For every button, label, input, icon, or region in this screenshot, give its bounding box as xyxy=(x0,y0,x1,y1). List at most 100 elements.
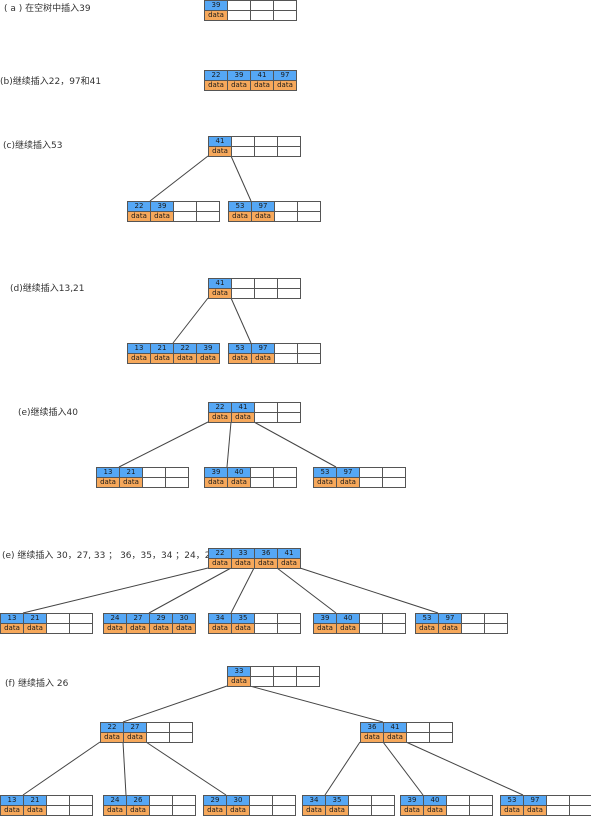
data-cell: data xyxy=(173,353,197,364)
empty-data-cell xyxy=(69,805,93,816)
data-cell: data xyxy=(336,623,360,634)
empty-data-cell xyxy=(254,146,278,157)
empty-data-cell xyxy=(272,805,296,816)
empty-data-cell xyxy=(296,676,320,687)
edge-f-m2-to-f-l5 xyxy=(382,741,424,796)
data-cell: data xyxy=(204,477,228,488)
empty-data-cell xyxy=(227,10,251,21)
empty-data-cell xyxy=(254,288,278,299)
data-cell: data xyxy=(149,623,173,634)
empty-data-cell xyxy=(250,10,274,21)
step-label-f: (f) 继续插入 26 xyxy=(5,679,69,689)
empty-data-cell xyxy=(277,146,301,157)
data-cell: data xyxy=(23,805,47,816)
data-cell: data xyxy=(100,732,124,743)
empty-data-cell xyxy=(173,211,197,222)
step-label-c: (c)继续插入53 xyxy=(3,141,63,151)
empty-data-cell xyxy=(277,623,301,634)
edge-e2-root-to-e2-c5 xyxy=(299,567,439,614)
step-label-e: (e)继续插入40 xyxy=(18,408,79,418)
data-cell: data xyxy=(227,80,251,91)
empty-data-cell xyxy=(249,805,273,816)
data-cell: data xyxy=(500,805,524,816)
data-cell: data xyxy=(23,623,47,634)
edge-f-root-to-f-m1 xyxy=(122,685,228,723)
data-cell: data xyxy=(228,211,252,222)
data-cell: data xyxy=(208,623,232,634)
empty-data-cell xyxy=(569,805,591,816)
data-cell: data xyxy=(250,80,274,91)
empty-data-cell xyxy=(277,288,301,299)
edge-e2-root-to-e2-c4 xyxy=(276,567,337,614)
step-label-d: (d)继续插入13,21 xyxy=(10,284,85,294)
edge-f-m2-to-f-l4 xyxy=(324,741,361,796)
data-cell: data xyxy=(415,623,439,634)
data-cell: data xyxy=(150,353,174,364)
data-cell: data xyxy=(226,805,250,816)
empty-data-cell xyxy=(429,732,453,743)
empty-data-cell xyxy=(146,732,170,743)
data-cell: data xyxy=(423,805,447,816)
step-label-a: ( a ) 在空树中插入39 xyxy=(4,4,91,14)
empty-data-cell xyxy=(469,805,493,816)
data-cell: data xyxy=(150,211,174,222)
empty-data-cell xyxy=(250,676,274,687)
data-cell: data xyxy=(123,732,147,743)
empty-data-cell xyxy=(382,477,406,488)
empty-data-cell xyxy=(406,732,430,743)
data-cell: data xyxy=(438,623,462,634)
data-cell: data xyxy=(251,353,275,364)
edge-f-m2-to-f-l6 xyxy=(405,741,524,796)
data-cell: data xyxy=(302,805,326,816)
data-cell: data xyxy=(227,676,251,687)
empty-data-cell xyxy=(142,477,166,488)
data-cell: data xyxy=(203,805,227,816)
data-cell: data xyxy=(126,805,150,816)
data-cell: data xyxy=(204,10,228,21)
edge-e-root-to-e-c1 xyxy=(118,421,209,468)
data-cell: data xyxy=(208,146,232,157)
empty-data-cell xyxy=(297,211,321,222)
data-cell: data xyxy=(103,623,127,634)
empty-data-cell xyxy=(250,477,274,488)
data-cell: data xyxy=(96,477,120,488)
edge-f-m1-to-f-l2 xyxy=(122,741,127,796)
data-cell: data xyxy=(0,623,24,634)
data-cell: data xyxy=(127,211,151,222)
step-label-b: (b)继续插入22，97和41 xyxy=(0,77,102,87)
data-cell: data xyxy=(523,805,547,816)
empty-data-cell xyxy=(277,412,301,423)
data-cell: data xyxy=(336,477,360,488)
empty-data-cell xyxy=(46,805,70,816)
empty-data-cell xyxy=(546,805,570,816)
data-cell: data xyxy=(325,805,349,816)
empty-data-cell xyxy=(359,623,383,634)
empty-data-cell xyxy=(149,805,173,816)
empty-data-cell xyxy=(359,477,383,488)
empty-data-cell xyxy=(446,805,470,816)
edge-e2-root-to-e2-c1 xyxy=(22,567,209,614)
empty-data-cell xyxy=(273,10,297,21)
data-cell: data xyxy=(208,288,232,299)
data-cell: data xyxy=(254,558,278,569)
edge-d-root-to-d-left xyxy=(172,297,209,344)
data-cell: data xyxy=(227,477,251,488)
empty-data-cell xyxy=(254,412,278,423)
